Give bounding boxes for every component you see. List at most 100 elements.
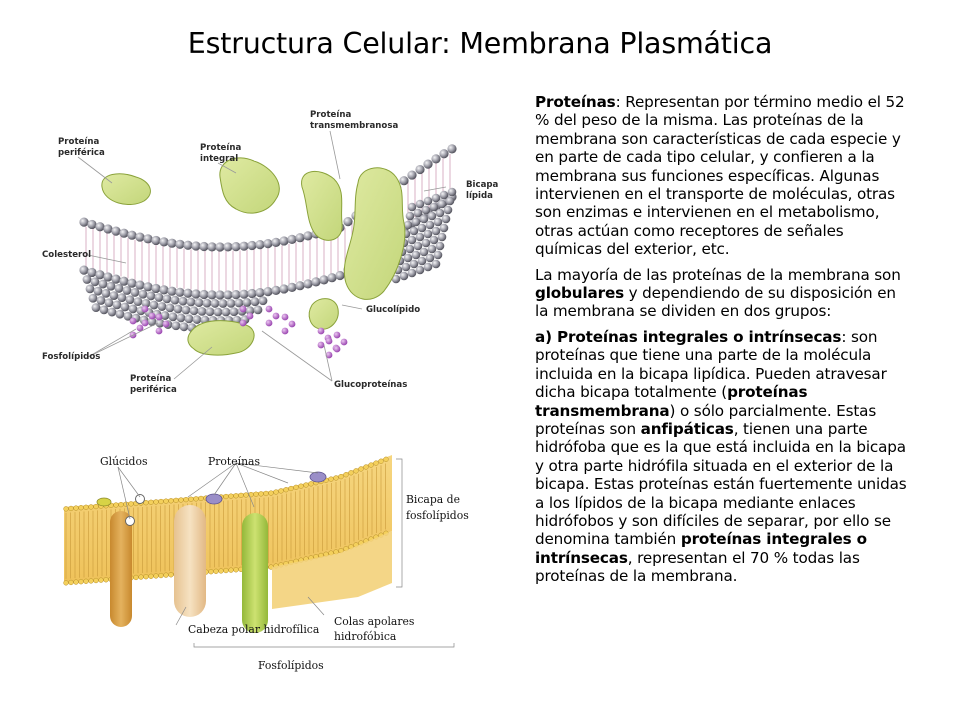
peripheral-protein-top [101,173,151,205]
phospholipid-head [194,298,204,308]
glucid-bead [325,351,333,359]
phospholipid-head [447,144,457,154]
phospholipid-head [303,279,313,289]
phospholipid-head [363,464,369,470]
phospholipid-head [191,241,201,251]
glucid-bead [239,305,247,313]
phospholipid-head [242,298,252,307]
phospholipid-head [133,297,143,307]
label-tails-2: hidrofóbica [334,630,397,643]
phospholipid-head [423,229,433,239]
phospholipid-head [279,236,289,246]
phospholipid-head [176,313,186,323]
glucid-bead [281,313,289,321]
phospholipid-head [283,487,289,493]
phospholipid-head [73,505,79,511]
glycoprotein-chains [129,305,348,359]
glucid-bead [281,327,289,335]
phospholipid-head [368,462,374,468]
phospholipid-head [155,318,165,328]
label-bilayer-2: fosfolípidos [406,509,469,522]
phospholipid-head [288,485,294,492]
phospholipid-head [415,265,425,275]
phospholipid-head [383,456,389,462]
phospholipid-head [128,304,138,314]
phospholipid-head [415,164,425,175]
phospholipid-head [162,294,172,304]
phospholipid-head [358,466,364,472]
phospholipid-head [138,289,148,299]
phospholipid-head [250,297,260,307]
phospholipid-head [278,488,284,494]
phospholipid-head [439,223,449,233]
phospholipid-head [168,312,178,322]
phospholipid-head [419,247,429,257]
phospholipid-head [104,298,114,308]
phospholipid-head [207,242,217,252]
label-bilayer-1: Bicapa de [406,493,460,506]
phospholipid-head [118,501,124,508]
phospholipid-head [431,193,441,203]
phospholipid-head [417,256,427,266]
phospholipid-head [114,284,124,293]
paragraph-integral-text-4: , representan el 70 % todas las proteína… [535,548,860,586]
phospholipid-head [151,235,161,246]
glucid-bead [333,331,341,339]
glucid-bead [333,345,341,353]
label-transmembrane-protein-2: transmembranosa [310,121,398,131]
phospholipid-head [295,281,305,291]
phospholipid-head [287,282,297,292]
phospholipid-head [238,492,244,499]
phospholipid-head [157,302,167,311]
label-cholesterol: Colesterol [42,250,91,260]
term-transmembrane: proteínas transmembrana [535,383,808,420]
orange-integral-protein [110,511,132,627]
label-peripheral-protein-top-2: periférica [58,147,105,158]
term-proteins: Proteínas [535,93,616,111]
phospholipid-head [79,265,89,275]
phospholipid-head [263,238,273,249]
phospholipid-head [112,300,122,310]
phospholipid-head [445,196,455,206]
phospholipid-head [115,309,125,319]
phospholipid-head [439,190,449,200]
phospholipid-head [151,283,161,294]
leader-lines [77,130,447,382]
glucid-bead [317,327,325,335]
phospholipid-head [427,211,437,221]
glucid-bead [325,337,333,345]
phospholipid-head [167,238,177,248]
phospholipid-head [160,311,170,320]
glucid-bead [162,320,170,328]
phospholipid-head [178,497,184,503]
phospholipid-head [205,307,215,317]
paragraph-globular-text-2: y dependiendo de su disposición en la me… [535,284,896,321]
phospholipid-head [431,226,441,236]
phospholipid-head [146,291,156,301]
phospholipid-head [130,288,140,297]
phospholipid-head [159,285,169,295]
phospholipid-head [197,307,207,316]
phospholipid-head [243,492,249,498]
phospholipid-head [141,299,151,308]
phospholipid-head [175,239,185,249]
phospholipid-head [239,289,249,299]
phospholipid-head [87,219,97,230]
phospholipid-head [343,217,353,227]
phospholipid-head [423,196,433,206]
phospholipid-head [223,290,233,300]
phospholipid-head [407,235,417,245]
phospholipid-head [405,211,415,221]
phospholipid-head [103,224,113,234]
integral-protein [219,157,280,214]
phospholipid-head [167,286,177,296]
phospholipid-head [199,241,209,252]
phospholipid-head [308,481,314,487]
phospholipid-head [348,470,354,476]
phospholipid-head [83,504,89,510]
glucid-bead [141,319,149,327]
phospholipid-head [425,253,435,263]
phospholipid-head [401,262,411,272]
phospholipid-head [215,290,225,300]
phospholipid-head [311,277,321,287]
